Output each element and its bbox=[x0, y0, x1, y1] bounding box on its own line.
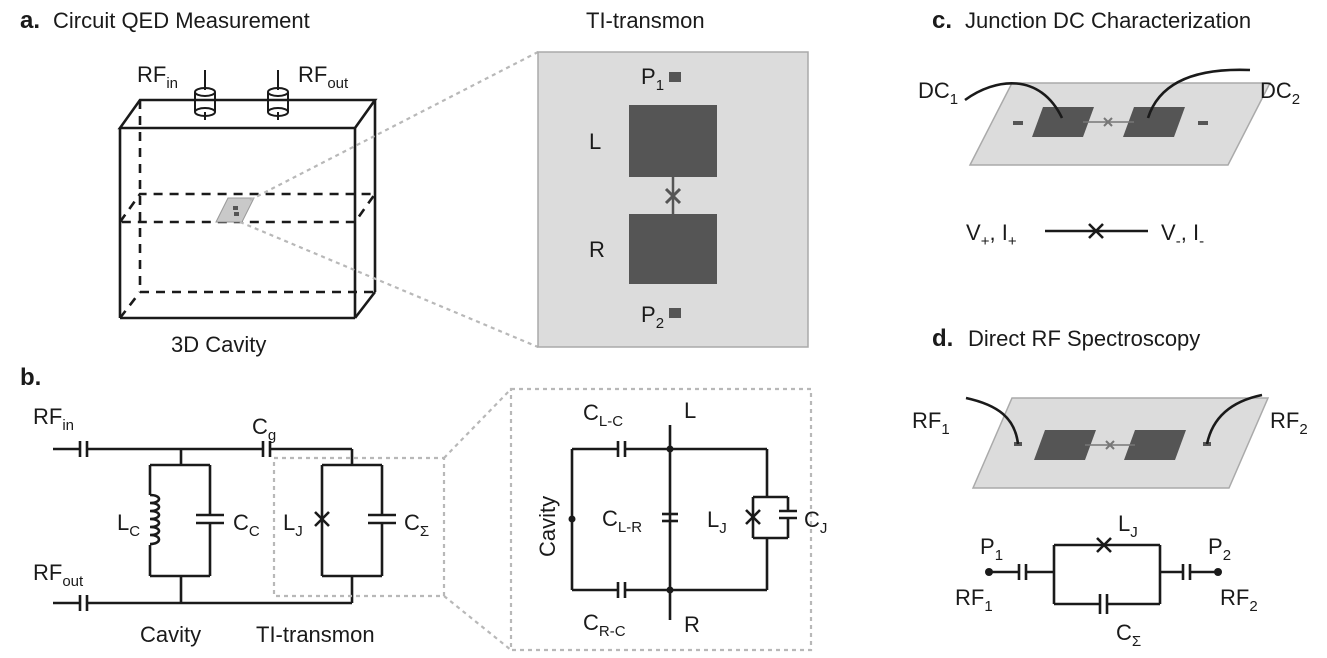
right-pad bbox=[629, 214, 717, 284]
rf-node-left bbox=[985, 568, 993, 576]
rf-in-connector bbox=[194, 70, 216, 120]
zoom-line-b-top bbox=[443, 388, 512, 459]
dc-chip bbox=[968, 82, 1272, 166]
rf-pad-right bbox=[1124, 430, 1186, 460]
cavity-label-b: Cavity bbox=[140, 622, 201, 647]
panel-a-title: Circuit QED Measurement bbox=[53, 8, 310, 33]
junction-cross-icon bbox=[664, 187, 682, 205]
dc-junction-icon bbox=[1103, 117, 1113, 127]
clc-label: CL-C bbox=[583, 400, 623, 430]
v-plus-i-plus-label: V+, I+ bbox=[966, 220, 1017, 250]
cg-label: Cg bbox=[252, 414, 276, 444]
rf2-wire bbox=[1205, 393, 1263, 445]
node-l-dot bbox=[666, 445, 674, 453]
l-node-label: L bbox=[684, 398, 696, 423]
panel-a: a. Circuit QED Measurement bbox=[20, 7, 809, 357]
panel-a-letter: a. bbox=[20, 7, 40, 34]
rf1-wire bbox=[965, 396, 1020, 445]
inductor-coil-icon bbox=[149, 493, 161, 546]
dc-pad-right bbox=[1123, 107, 1185, 137]
left-pad-label: L bbox=[589, 129, 601, 154]
cavity-label: 3D Cavity bbox=[171, 332, 266, 357]
zoom-lj-label: LJ bbox=[707, 507, 727, 537]
cavity-chip-pad-2 bbox=[234, 212, 239, 216]
cavity-box bbox=[117, 98, 378, 320]
probe-pad-1 bbox=[669, 72, 681, 82]
dc-pad-left bbox=[1032, 107, 1094, 137]
cavity-split-plane bbox=[117, 192, 378, 224]
rf-schematic-wires bbox=[989, 543, 1218, 614]
p1-label-d: P1 bbox=[980, 534, 1003, 564]
zoom-cavity-label: Cavity bbox=[535, 496, 560, 557]
crc-label: CR-C bbox=[583, 610, 626, 640]
left-pad bbox=[629, 105, 717, 177]
panel-d-letter: d. bbox=[932, 325, 953, 352]
csigma-label-d: CΣ bbox=[1116, 620, 1141, 650]
circuit-b-wires bbox=[53, 441, 396, 611]
csigma-label: CΣ bbox=[404, 510, 429, 540]
probe-2-label: P2 bbox=[641, 302, 664, 332]
rf2-label-top: RF2 bbox=[1270, 408, 1308, 438]
cavity-top-face bbox=[117, 98, 378, 130]
rf-out-label: RFout bbox=[298, 62, 349, 92]
cavity-chip-pad-1 bbox=[233, 206, 238, 210]
panel-d-title: Direct RF Spectroscopy bbox=[968, 326, 1200, 351]
dc2-label: DC2 bbox=[1260, 78, 1300, 108]
lj-label: LJ bbox=[283, 510, 303, 540]
v-minus-i-minus-label: V-, I- bbox=[1161, 220, 1204, 250]
selection-box bbox=[272, 456, 446, 598]
cavity-edge-bottom-diag bbox=[353, 291, 377, 319]
zoom-junction-icon bbox=[745, 509, 761, 525]
rf-junction-icon bbox=[1105, 440, 1115, 450]
dc1-label: DC1 bbox=[918, 78, 958, 108]
lj-label-d: LJ bbox=[1118, 511, 1138, 541]
rf-pad-left bbox=[1034, 430, 1096, 460]
josephson-junction-icon bbox=[314, 511, 330, 527]
rf-chip bbox=[971, 397, 1270, 489]
rf1-label-top: RF1 bbox=[912, 408, 950, 438]
p2-label-d: P2 bbox=[1208, 534, 1231, 564]
panel-b-letter: b. bbox=[20, 364, 41, 391]
rf-node-right bbox=[1214, 568, 1222, 576]
transmon-label-b: TI-transmon bbox=[256, 622, 375, 647]
node-r-dot bbox=[666, 586, 674, 594]
transmon-title: TI-transmon bbox=[586, 8, 705, 33]
zoom-cj-label: CJ bbox=[804, 507, 827, 537]
panel-c-letter: c. bbox=[932, 7, 952, 34]
rf1-label-bottom: RF1 bbox=[955, 585, 993, 615]
rf-out-connector bbox=[267, 70, 289, 120]
zoom-line-top bbox=[249, 51, 539, 201]
rf-out-label-b: RFout bbox=[33, 560, 84, 590]
panel-c: c. Junction DC Characterization DC1 DC2 … bbox=[918, 7, 1300, 250]
cavity-hidden-edge-diag bbox=[118, 291, 142, 319]
rf-schematic-junction-icon bbox=[1096, 537, 1112, 553]
lc-label: LC bbox=[117, 510, 140, 540]
rf-in-label: RFin bbox=[137, 62, 178, 92]
right-pad-label: R bbox=[589, 237, 605, 262]
cc-label: CC bbox=[233, 510, 260, 540]
zoom-circuit-wires bbox=[570, 425, 797, 620]
rf-in-label-b: RFin bbox=[33, 404, 74, 434]
panel-b: b. RFin RFout bbox=[20, 364, 827, 652]
probe-1-label: P1 bbox=[641, 64, 664, 94]
dc1-wire bbox=[964, 82, 1064, 119]
dc-schematic-junction-icon bbox=[1088, 223, 1104, 239]
probe-pad-2 bbox=[669, 308, 681, 318]
node-cavity-dot bbox=[568, 515, 576, 523]
r-node-label: R bbox=[684, 612, 700, 637]
dc-probe-left bbox=[1013, 121, 1023, 125]
panel-d: d. Direct RF Spectroscopy RF1 RF2 bbox=[912, 325, 1308, 650]
clr-label: CL-R bbox=[602, 506, 642, 536]
zoom-line-b-bottom bbox=[443, 595, 512, 651]
dc2-wire bbox=[1146, 68, 1251, 119]
rf2-label-bottom: RF2 bbox=[1220, 585, 1258, 615]
zoom-line-bottom bbox=[239, 220, 539, 349]
panel-c-title: Junction DC Characterization bbox=[965, 8, 1251, 33]
dc-probe-right bbox=[1198, 121, 1208, 125]
